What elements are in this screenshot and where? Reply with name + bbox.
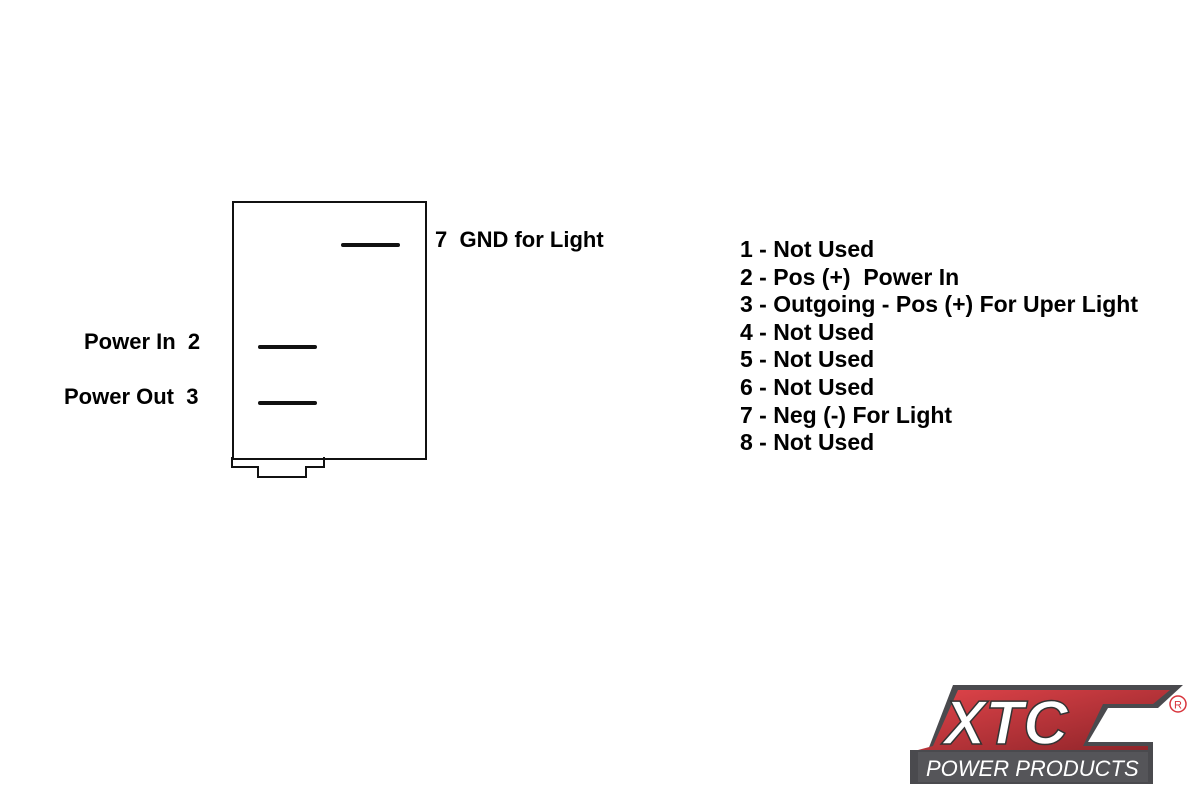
legend-item-2: 2 - Pos (+) Power In <box>740 263 960 290</box>
legend-item-4: 4 - Not Used <box>740 318 875 345</box>
pin-legend: 1 - Not Used 2 - Pos (+) Power In 3 - Ou… <box>740 236 1138 457</box>
xtc-logo-graphic: XTC POWER PRODUCTS R <box>910 685 1187 784</box>
pin-7-label: 7 GND for Light <box>435 227 604 252</box>
pin-3-terminal <box>258 401 317 405</box>
switch-base-tab <box>231 457 325 478</box>
legend-item-6: 6 - Not Used <box>740 373 875 400</box>
legend-item-1: 1 - Not Used <box>740 236 875 262</box>
legend-item-7: 7 - Neg (-) For Light <box>740 401 953 428</box>
pin-2-terminal <box>258 345 317 349</box>
svg-text:R: R <box>1174 700 1182 712</box>
pin-2-label: Power In 2 <box>84 329 201 354</box>
legend-item-5: 5 - Not Used <box>740 346 875 373</box>
pin-7-terminal <box>341 243 400 247</box>
switch-body-outline <box>232 201 427 460</box>
pin-3-label: Power Out 3 <box>64 384 199 409</box>
legend-item-8: 8 - Not Used <box>740 429 875 456</box>
logo-brand-text: XTC <box>941 689 1069 758</box>
xtc-logo: XTC POWER PRODUCTS R <box>908 680 1193 788</box>
legend-item-3: 3 - Outgoing - Pos (+) For Uper Light <box>740 291 1138 318</box>
logo-tagline-text: POWER PRODUCTS <box>926 756 1139 781</box>
